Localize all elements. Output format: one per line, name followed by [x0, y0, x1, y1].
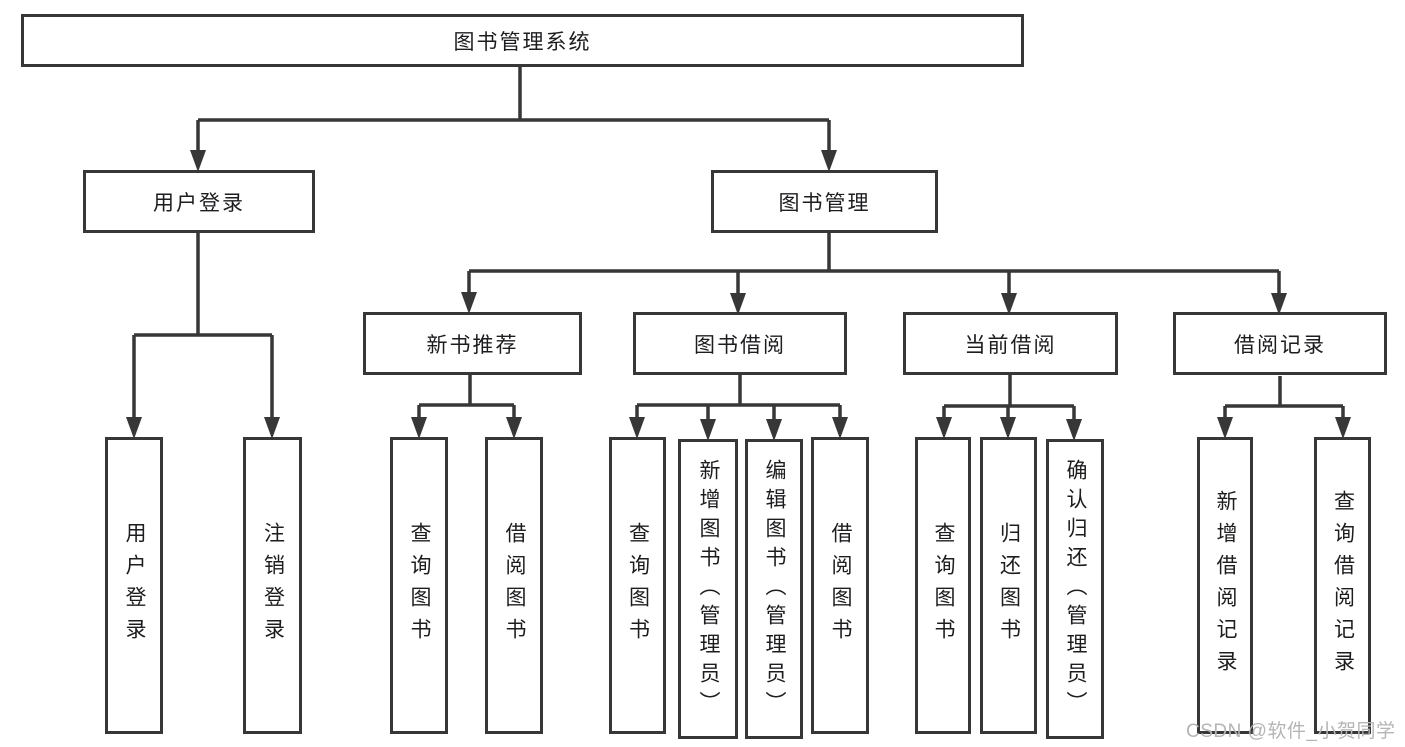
leaf-query-book-current: 查询图书 [915, 437, 971, 734]
leaf-query-book-borrow: 查询图书 [609, 437, 666, 734]
node-root-system: 图书管理系统 [21, 14, 1024, 67]
node-user-login: 用户登录 [83, 170, 315, 233]
watermark: CSDN @软件_小贺同学 [1186, 721, 1396, 742]
node-current-borrow: 当前借阅 [903, 312, 1118, 375]
node-book-borrow: 图书借阅 [633, 312, 847, 375]
leaf-add-borrow-record: 新增借阅记录 [1197, 437, 1253, 734]
leaf-user-login: 用户登录 [105, 437, 163, 734]
leaf-add-book-admin: 新增图书（管理员） [678, 439, 738, 739]
leaf-edit-book-admin: 编辑图书（管理员） [745, 439, 803, 739]
node-borrow-records: 借阅记录 [1173, 312, 1387, 375]
node-book-management: 图书管理 [711, 170, 938, 233]
leaf-query-borrow-record: 查询借阅记录 [1314, 437, 1371, 734]
leaf-query-book-recommend: 查询图书 [390, 437, 448, 734]
leaf-borrow-book: 借阅图书 [811, 437, 869, 734]
leaf-confirm-return-admin: 确认归还（管理员） [1046, 439, 1104, 739]
arrowheads [126, 150, 1351, 441]
leaf-borrow-book-recommend: 借阅图书 [485, 437, 543, 734]
node-new-book-recommend: 新书推荐 [363, 312, 582, 375]
leaf-logout: 注销登录 [243, 437, 302, 734]
connector-lines [132, 67, 1345, 434]
leaf-return-book: 归还图书 [980, 437, 1037, 734]
